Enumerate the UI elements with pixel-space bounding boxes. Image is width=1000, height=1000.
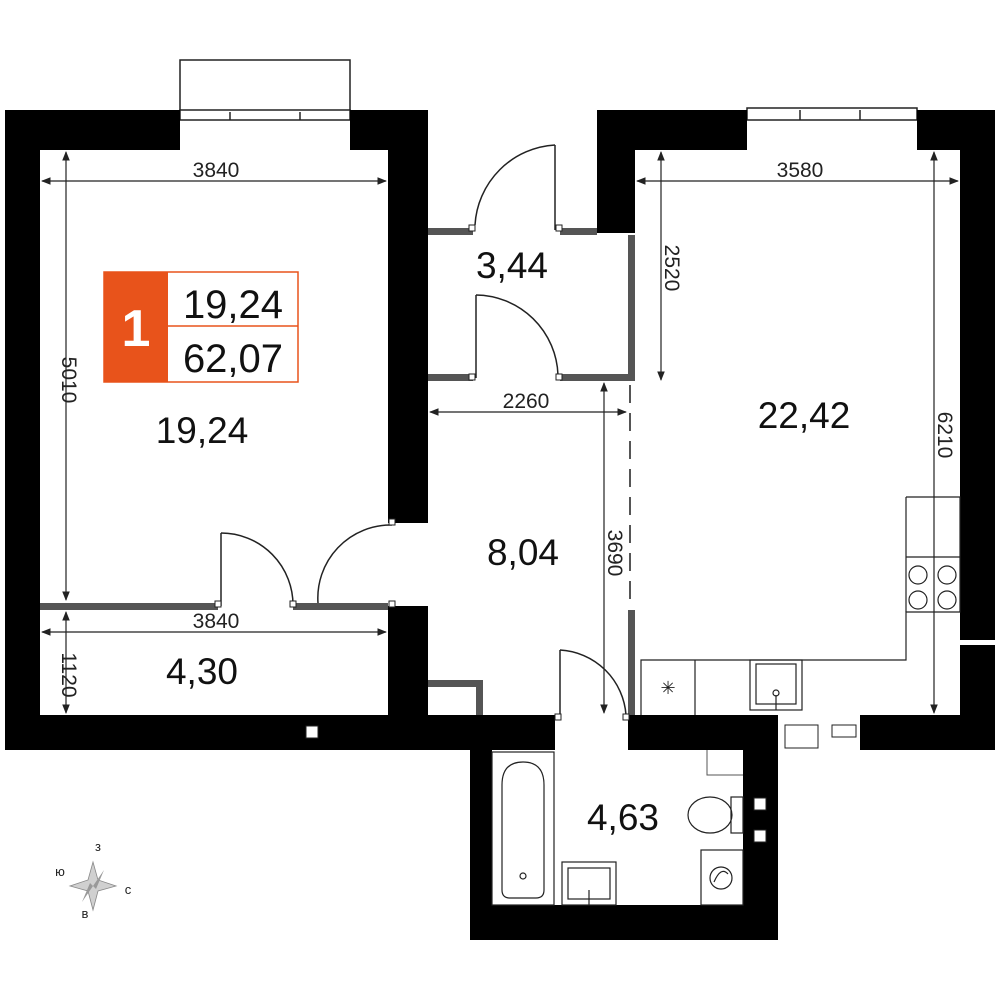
room-area-bedroom: 19,24: [156, 410, 249, 451]
kitchen-depth-label: 6210: [933, 412, 956, 459]
door-jambs: [214, 224, 630, 721]
kitchen-width-label: 3580: [777, 159, 824, 182]
dimension-lines: [41, 151, 959, 714]
fan-icon: ✳: [660, 678, 675, 699]
toilet-icon: [687, 796, 744, 834]
washbasin-icon: [561, 861, 617, 906]
kitchen-counter: [640, 496, 961, 715]
compass-north: з: [95, 839, 101, 854]
window-bedroom: [179, 59, 351, 121]
compass-west: ю: [55, 864, 65, 879]
washing-machine-icon: [700, 849, 744, 906]
badge-accent: [104, 272, 168, 382]
bedroom-depth-label: 5010: [57, 357, 80, 404]
room-area-kitchen-living: 22,42: [758, 395, 851, 436]
room-area-balcony: 4,30: [166, 651, 238, 692]
wall-openings: [305, 724, 857, 843]
bathtub-icon: [491, 751, 555, 906]
window-kitchen: [746, 107, 918, 121]
compass-south: в: [82, 906, 89, 921]
room-area-hall: 3,44: [476, 245, 548, 286]
stove-icon: [908, 565, 957, 610]
badge-rooms: 1: [122, 300, 151, 358]
compass-icon: з с в ю: [55, 839, 132, 921]
bedroom-width-label: 3840: [193, 159, 240, 182]
apartment-badge: 1 19,24 62,07: [103, 271, 299, 383]
balcony-depth-label: 1120: [57, 652, 80, 697]
exterior-walls: [5, 110, 995, 940]
corridor-depth-label: 3690: [603, 530, 626, 577]
badge-living-area: 19,24: [183, 283, 283, 327]
duct: [706, 750, 743, 776]
compass-east: с: [125, 882, 132, 897]
balcony-width-label: 3840: [193, 610, 240, 633]
kitchen-sink-icon: [749, 659, 803, 711]
kitchen-upper-label: 2520: [660, 245, 683, 292]
partitions: [40, 228, 635, 715]
badge-frame: [103, 271, 299, 383]
room-area-corridor: 8,04: [487, 532, 559, 573]
badge-total-area: 62,07: [183, 337, 283, 381]
corridor-width-label: 2260: [503, 390, 550, 413]
room-area-bathroom: 4,63: [587, 797, 659, 838]
